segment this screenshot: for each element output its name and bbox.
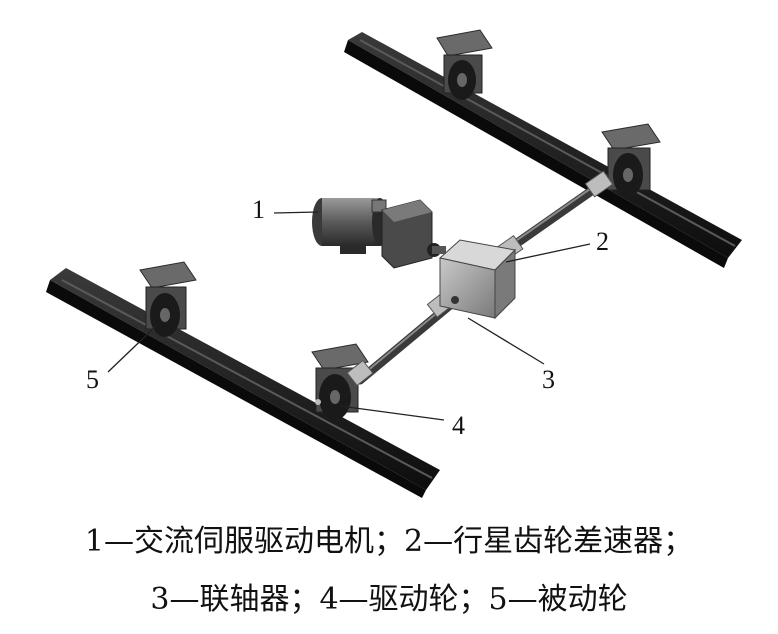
caption-line-2: 3—联轴器；4—驱动轮；5—被动轮 (150, 582, 628, 617)
lower-drive-wheel (311, 343, 369, 420)
caption-line-1: 1—交流伺服驱动电机；2—行星齿轮差速器； (84, 524, 694, 559)
leader-line-4 (339, 405, 445, 421)
leader-line-2 (505, 243, 591, 263)
leader-line-1 (273, 211, 319, 214)
upper-passive-wheel (436, 29, 493, 100)
leader-line-3 (467, 317, 545, 365)
differential-gearbox (438, 239, 517, 320)
callout-1: 1 (252, 195, 265, 224)
callout-2: 2 (596, 227, 609, 256)
lower-shaft (346, 290, 456, 387)
lower-rail (46, 268, 440, 498)
upper-drive-wheel (601, 123, 661, 197)
leader-line-5 (107, 325, 157, 373)
callout-4: 4 (452, 411, 465, 440)
lower-passive-wheel (139, 261, 197, 337)
mechanism-diagram: 1 2 3 4 5 (46, 29, 742, 498)
servo-motor (312, 198, 446, 269)
callout-3: 3 (542, 365, 555, 394)
leader-lines (107, 211, 591, 421)
callout-5: 5 (86, 365, 99, 394)
